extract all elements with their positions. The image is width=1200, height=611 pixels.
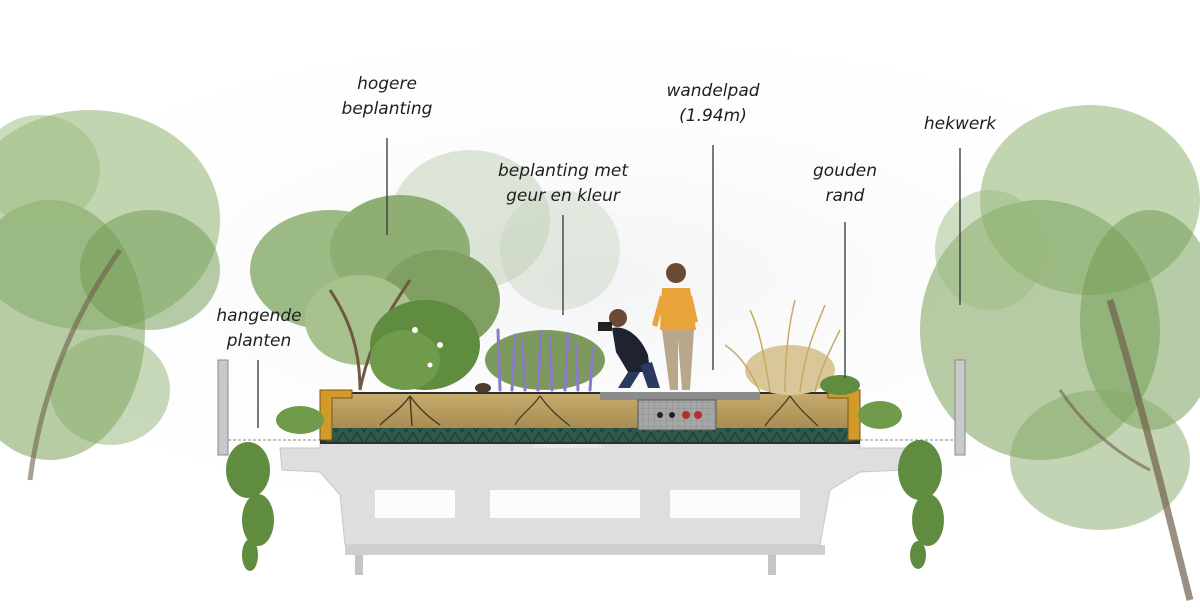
label-hogere-beplanting-line1: hogere	[357, 74, 417, 94]
label-beplanting-geur-line2: geur en kleur	[506, 186, 620, 206]
label-wandelpad-line1: wandelpad	[666, 81, 760, 101]
railing-right	[954, 359, 966, 456]
soil-layer	[326, 394, 854, 428]
label-hogere-beplanting-line2: beplanting	[341, 99, 433, 119]
label-gouden-rand: gouden rand	[800, 159, 890, 209]
label-hangende-planten-line2: planten	[226, 331, 292, 351]
drain-box	[637, 399, 717, 431]
label-wandelpad-line2: (1.94m)	[679, 106, 747, 126]
background-fog	[0, 40, 1200, 520]
label-gouden-rand-line1: gouden	[813, 161, 877, 181]
label-hangende-planten-line1: hangende	[216, 306, 302, 326]
label-wandelpad: wandelpad (1.94m)	[655, 79, 771, 129]
label-hekwerk: hekwerk	[910, 112, 1010, 137]
lavender-planting	[485, 328, 605, 392]
planter	[319, 389, 861, 444]
railing-left	[217, 359, 229, 456]
person-photographer	[598, 309, 660, 388]
label-beplanting-geur-line1: beplanting met	[498, 161, 628, 181]
concrete-bridge	[279, 439, 911, 575]
walking-path	[600, 392, 760, 400]
label-gouden-rand-line2: rand	[825, 186, 865, 206]
leader-lines	[257, 138, 961, 428]
label-hogere-beplanting: hogere beplanting	[332, 72, 442, 122]
hedgehog	[475, 383, 491, 393]
right-tree	[920, 105, 1200, 601]
gold-edge-left	[319, 389, 353, 441]
tall-planting	[250, 195, 500, 391]
left-tree	[0, 110, 220, 481]
label-hangende-planten: hangende planten	[204, 304, 314, 354]
label-hekwerk-line1: hekwerk	[923, 114, 997, 134]
label-beplanting-geur: beplanting met geur en kleur	[488, 159, 638, 209]
person-walking	[652, 263, 698, 390]
hanging-plants	[226, 401, 944, 571]
grass-planting	[724, 299, 860, 395]
